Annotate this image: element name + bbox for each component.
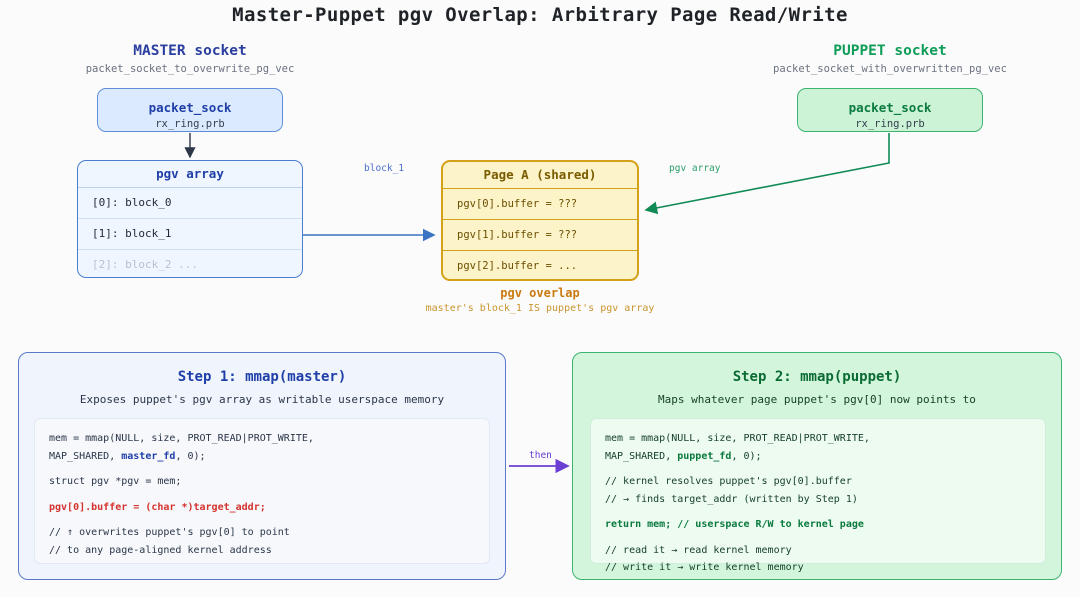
pgv-array-row-1: [1]: block_1 <box>78 219 302 250</box>
step-1-code-block: mem = mmap(NULL, size, PROT_READ|PROT_WR… <box>34 418 490 564</box>
step1-code-line-1: mem = mmap(NULL, size, PROT_READ|PROT_WR… <box>49 433 314 444</box>
master-pgv-array-box: pgv array [0]: block_0 [1]: block_1 [2]:… <box>77 160 303 278</box>
step-2-subtitle: Maps whatever page puppet's pgv[0] now p… <box>658 393 976 406</box>
puppet-socket-title: PUPPET socket <box>833 43 947 59</box>
step2-code-line-5: return mem; // userspace R/W to kernel p… <box>605 519 864 530</box>
master-socket-title: MASTER socket <box>133 43 247 59</box>
step2-code-line-4: // → finds target_addr (written by Step … <box>605 493 858 505</box>
step1-code-line-5: // ↑ overwrites puppet's pgv[0] to point <box>49 527 290 538</box>
master-packet-sock-box: packet_sock rx_ring.prb <box>97 88 283 132</box>
pgv-overlap-title: pgv overlap <box>500 286 580 300</box>
step-1-subtitle: Exposes puppet's pgv array as writable u… <box>79 393 445 406</box>
page-a-header: Page A (shared) <box>443 162 637 189</box>
step1-code-line-6: // to any page-aligned kernel address <box>49 544 272 556</box>
page-a-row-1: pgv[1].buffer = ??? <box>443 220 637 251</box>
pgv-array-row-2: [2]: block_2 ... <box>92 258 198 271</box>
puppet-packet-sock-field: rx_ring.prb <box>855 118 925 130</box>
step1-code-line-2c: , 0); <box>175 450 206 462</box>
puppet-socket-subtitle: packet_socket_with_overwritten_pg_vec <box>773 63 1007 75</box>
master-packet-sock-name: packet_sock <box>148 100 232 115</box>
pgv-array-header: pgv array <box>78 161 302 188</box>
edge-label-block-1: block_1 <box>364 163 405 174</box>
edge-label-pgv-array: pgv array <box>669 163 721 174</box>
page-title: Master-Puppet pgv Overlap: Arbitrary Pag… <box>232 4 848 26</box>
step-2-code-block: mem = mmap(NULL, size, PROT_READ|PROT_WR… <box>590 418 1046 573</box>
connector-puppet-sock-to-pagea <box>644 133 890 215</box>
pgv-overlap-subtitle: master's block_1 IS puppet's pgv array <box>425 303 655 314</box>
step2-code-line-2a: MAP_SHARED, <box>605 450 678 462</box>
step2-code-line-2c: , 0); <box>731 450 762 462</box>
step1-code-line-3: struct pgv *pgv = mem; <box>49 476 182 487</box>
page-a-row-0: pgv[0].buffer = ??? <box>443 189 637 220</box>
step2-code-line-6: // read it → read kernel memory <box>605 544 792 556</box>
step2-code-puppet-fd: puppet_fd <box>677 450 732 462</box>
pgv-array-row-0: [0]: block_0 <box>78 188 302 219</box>
page-a-box: Page A (shared) pgv[0].buffer = ??? pgv[… <box>441 160 639 281</box>
edge-label-then: then <box>529 450 552 461</box>
step1-code-line-2a: MAP_SHARED, <box>49 450 122 462</box>
master-socket-subtitle: packet_socket_to_overwrite_pg_vec <box>85 63 295 75</box>
master-packet-sock-field: rx_ring.prb <box>155 118 225 130</box>
page-a-row-2: pgv[2].buffer = ... <box>443 251 637 279</box>
puppet-packet-sock-name: packet_sock <box>848 100 932 115</box>
step1-code-master-fd: master_fd <box>121 450 176 462</box>
step-1-title: Step 1: mmap(master) <box>177 369 347 385</box>
step2-code-line-1: mem = mmap(NULL, size, PROT_READ|PROT_WR… <box>605 433 870 444</box>
step1-code-line-4: pgv[0].buffer = (char *)target_addr; <box>49 501 266 513</box>
step2-code-line-3: // kernel resolves puppet's pgv[0].buffe… <box>605 476 852 487</box>
step-2-title: Step 2: mmap(puppet) <box>732 369 902 385</box>
step2-code-line-7: // write it → write kernel memory <box>605 562 804 573</box>
puppet-packet-sock-box: packet_sock rx_ring.prb <box>797 88 983 132</box>
